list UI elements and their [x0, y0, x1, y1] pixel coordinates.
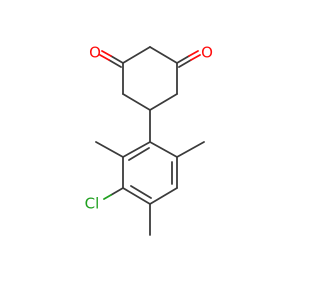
molecule-structure: O O Cl [85, 44, 213, 236]
carbonyl-left-bond-c [101, 50, 112, 57]
bond-a3-a4 [149, 187, 178, 205]
carbonyl-right-bond-c [188, 50, 199, 57]
aromatic-inner-3 [128, 147, 150, 161]
chloro-bond-b [103, 194, 112, 200]
bond-c1-c2 [122, 46, 151, 64]
methyl-bonds [95, 141, 205, 236]
cyclohexanedione-ring [122, 46, 178, 111]
carbonyl-right-bond-d [190, 54, 201, 61]
bond-a1-a2 [149, 141, 178, 158]
chloro-bond-a [110, 187, 124, 196]
bond-a6-a1 [122, 141, 151, 158]
carbonyl-left-bond-d [99, 54, 110, 61]
carbonyl-left-bond-a [110, 55, 124, 64]
carbonyl-right-bond-a [176, 55, 190, 64]
atom-label-chlorine: Cl [85, 195, 100, 213]
bond-c2-c3 [149, 46, 178, 64]
bond-a4-a5 [122, 187, 151, 205]
bond-c4-c5 [149, 93, 178, 111]
benzene-ring [122, 141, 178, 205]
carbonyl-bonds [99, 50, 201, 68]
methyl-left-bond [95, 141, 124, 158]
chloro-bond [103, 187, 124, 200]
carbonyl-right-bond-b [178, 59, 192, 68]
atom-label-oxygen-left: O [89, 44, 101, 62]
atom-label-oxygen-right: O [201, 44, 213, 62]
bond-c5-c6 [122, 93, 151, 111]
aromatic-inner-2 [130, 185, 152, 199]
methyl-right-bond [176, 141, 205, 158]
carbonyl-left-bond-b [108, 59, 122, 68]
